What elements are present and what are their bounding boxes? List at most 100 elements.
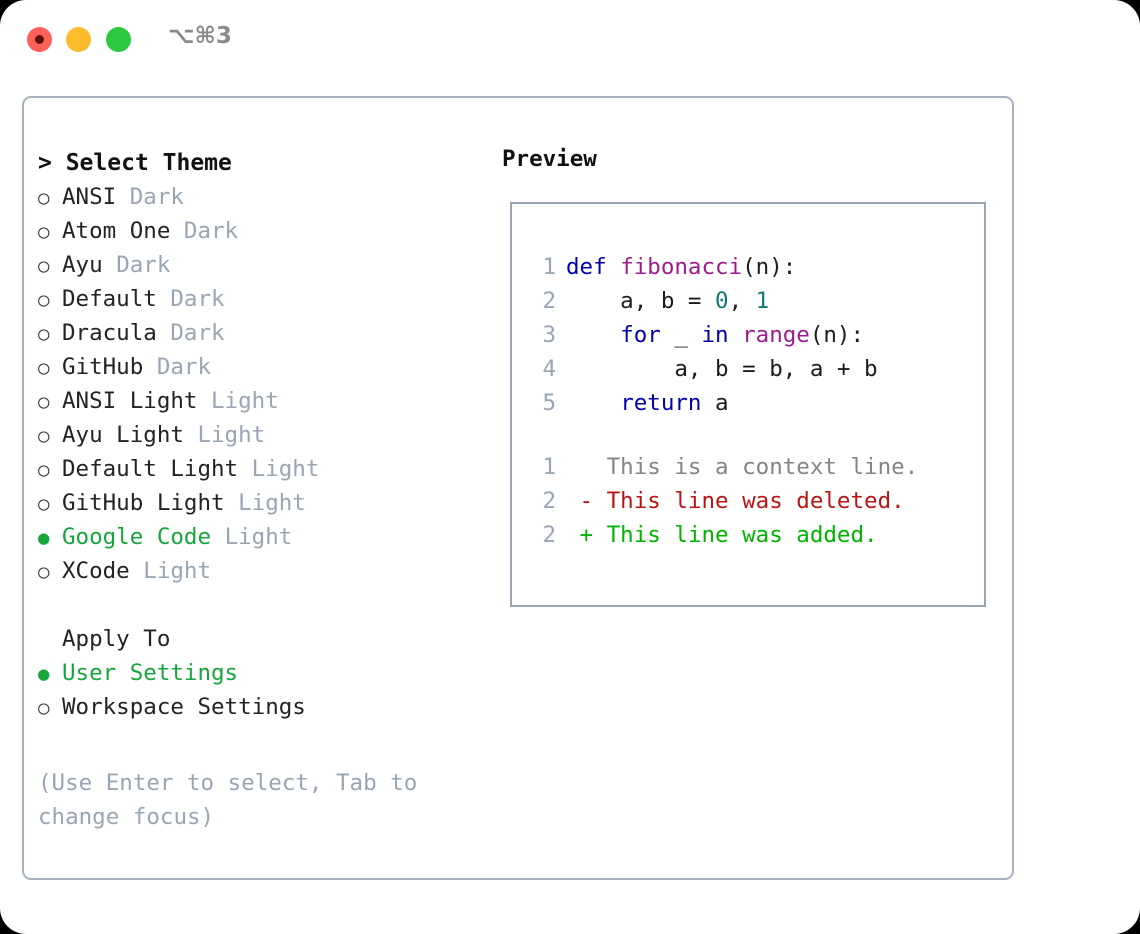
diff-line: 1 This is a context line. (530, 450, 976, 484)
code-line: 3 for _ in range(n): (530, 318, 976, 352)
apply-to-heading: Apply To (38, 622, 468, 656)
list-spacer (38, 588, 468, 622)
theme-list: ○ANSI Dark○Atom One Dark○Ayu Dark○Defaul… (38, 180, 468, 588)
theme-list-item[interactable]: ○ GitHub Dark (38, 350, 468, 384)
title-bar: ⌥⌘3 (0, 0, 1140, 78)
close-icon (35, 35, 44, 44)
theme-list-item[interactable]: ○ Ayu Light Light (38, 418, 468, 452)
theme-list-item[interactable]: ○ANSI Dark (38, 180, 468, 214)
theme-list-item[interactable]: ○Default Light Light (38, 452, 468, 486)
content-panel: > Select Theme ○ANSI Dark○Atom One Dark○… (22, 96, 1014, 880)
code-token (729, 322, 743, 348)
code-token (566, 390, 620, 416)
code-token: def (566, 254, 607, 280)
line-number: 1 (542, 454, 556, 480)
code-line: 5 return a (530, 386, 976, 420)
radio-unselected-icon: ○ (38, 221, 50, 243)
code-token: a, b = (566, 288, 716, 314)
code-token: 1 (755, 288, 770, 314)
code-token: return (620, 390, 702, 416)
apply-to-option[interactable]: ●User Settings (38, 656, 468, 690)
theme-kind-badge: Light (224, 524, 293, 550)
theme-name: Ayu Light (62, 422, 198, 448)
radio-unselected-icon: ○ (38, 391, 50, 413)
radio-unselected-icon: ○ (38, 357, 50, 379)
diff-gap (530, 420, 976, 450)
line-number: 2 (542, 488, 556, 514)
theme-list-item[interactable]: ○ANSI Light Light (38, 384, 468, 418)
radio-selected-icon: ● (38, 527, 50, 549)
keyboard-shortcut-label: ⌥⌘3 (168, 23, 232, 49)
code-token: 0 (715, 288, 729, 314)
theme-list-item[interactable]: ●Google Code Light (38, 520, 468, 554)
theme-name: Default (62, 286, 171, 312)
diff-text: This is a context line. (593, 454, 919, 480)
code-token: in (701, 322, 729, 348)
theme-name: Dracula (62, 320, 171, 346)
code-line: 4 a, b = b, a + b (530, 352, 976, 386)
diff-line: 2 + This line was added. (530, 518, 976, 552)
code-token: a, b = b, a + b (566, 356, 878, 382)
radio-unselected-icon: ○ (38, 425, 50, 447)
theme-list-item[interactable]: ○GitHub Light Light (38, 486, 468, 520)
apply-to-option-label: Workspace Settings (62, 694, 306, 720)
diff-text: This line was added. (593, 522, 878, 548)
theme-list-item[interactable]: ○ Ayu Dark (38, 248, 468, 282)
diff-block: 1 This is a context line.2 - This line w… (530, 450, 976, 552)
radio-unselected-icon: ○ (38, 493, 50, 515)
code-line: 2 a, b = 0, 1 (530, 284, 976, 318)
code-token: for (620, 322, 661, 348)
code-token: (n): (742, 254, 797, 280)
keyboard-hint: (Use Enter to select, Tab to change focu… (38, 770, 418, 830)
code-token: (n): (809, 322, 865, 348)
theme-kind-badge: Light (197, 422, 266, 448)
theme-list-item[interactable]: ○ Default Dark (38, 282, 468, 316)
diff-sign: - (566, 488, 594, 514)
code-token: a (701, 390, 729, 416)
theme-name: XCode (62, 558, 144, 584)
diff-sign: + (566, 522, 594, 548)
theme-kind-badge: Dark (129, 184, 184, 210)
theme-kind-badge: Dark (116, 252, 171, 278)
line-number: 2 (542, 522, 556, 548)
theme-kind-badge: Dark (183, 218, 239, 244)
radio-unselected-icon: ○ (38, 289, 50, 311)
radio-unselected-icon: ○ (38, 697, 50, 719)
radio-unselected-icon: ○ (38, 561, 50, 583)
prompt-caret: > (38, 150, 66, 176)
apply-to-list: ●User Settings ○ Workspace Settings (38, 656, 468, 724)
theme-kind-badge: Dark (170, 320, 225, 346)
code-token: _ (660, 322, 702, 348)
theme-list-item[interactable]: ○ Atom One Dark (38, 214, 468, 248)
line-number: 5 (542, 390, 556, 416)
preview-heading: Preview (502, 146, 597, 172)
theme-list-item[interactable]: ○ Dracula Dark (38, 316, 468, 350)
diff-line: 2 - This line was deleted. (530, 484, 976, 518)
theme-kind-badge: Dark (156, 354, 212, 380)
theme-kind-badge: Dark (170, 286, 225, 312)
theme-name: ANSI Light (62, 388, 212, 414)
radio-unselected-icon: ○ (38, 323, 50, 345)
apply-to-option[interactable]: ○ Workspace Settings (38, 690, 468, 724)
theme-selector-column: > Select Theme ○ANSI Dark○Atom One Dark○… (38, 146, 468, 724)
theme-name: Default Light (62, 456, 252, 482)
radio-unselected-icon: ○ (38, 255, 50, 277)
theme-list-item[interactable]: ○ XCode Light (38, 554, 468, 588)
line-number: 3 (542, 322, 556, 348)
line-number: 1 (542, 254, 556, 280)
theme-name: Atom One (62, 218, 184, 244)
diff-sign (566, 454, 593, 480)
theme-kind-badge: Light (251, 456, 320, 482)
theme-name: GitHub (62, 354, 157, 380)
code-token: range (742, 322, 810, 348)
minimize-button[interactable] (66, 27, 91, 52)
theme-name: GitHub Light (62, 490, 239, 516)
line-number: 2 (542, 288, 556, 314)
theme-name: Ayu (62, 252, 117, 278)
theme-kind-badge: Light (143, 558, 212, 584)
maximize-button[interactable] (106, 27, 131, 52)
